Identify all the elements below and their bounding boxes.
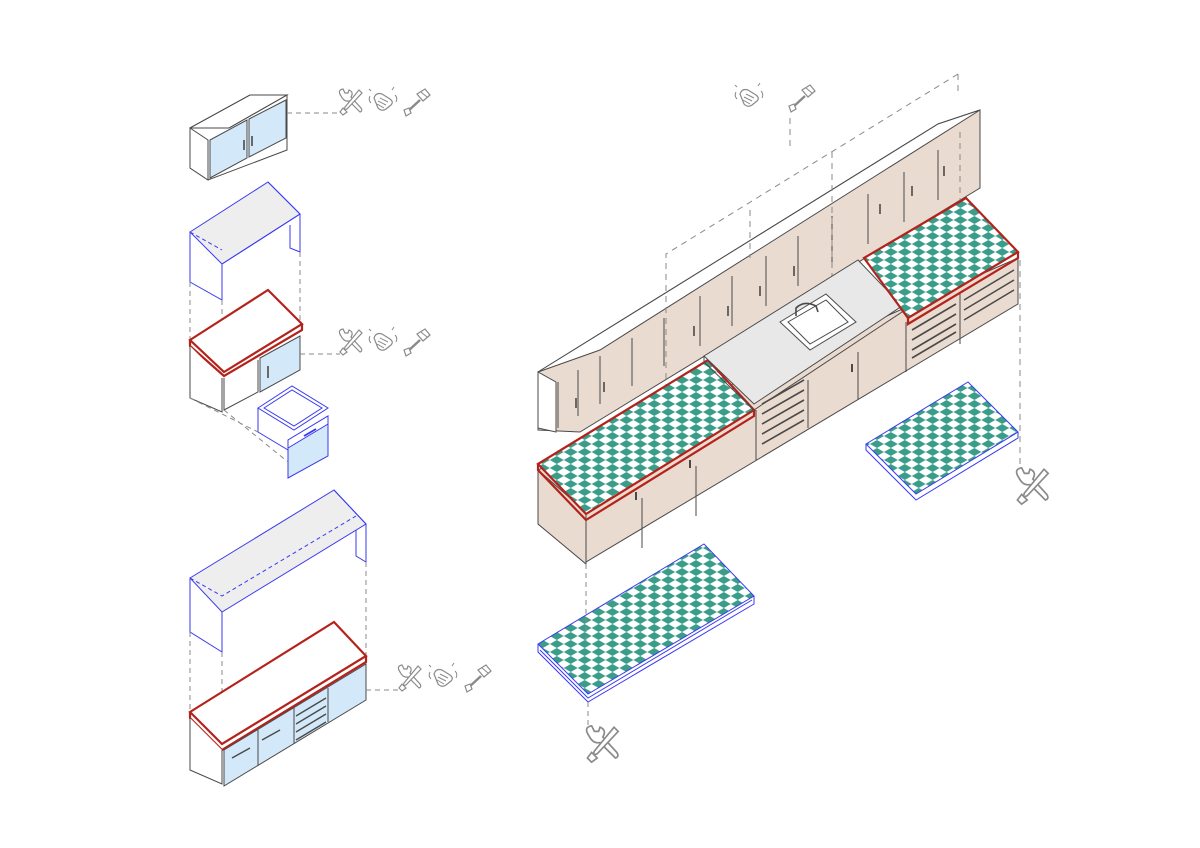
long-unit-callout-icons	[397, 662, 493, 694]
hands-cleaning-icon	[734, 82, 764, 107]
upper-row-callout-icons	[734, 82, 817, 114]
long-base-front	[223, 663, 367, 787]
wall-cabinet-door-right	[248, 99, 287, 158]
wrench-screwdriver-icon	[1015, 466, 1050, 506]
wrench-screwdriver-icon	[338, 328, 363, 356]
ghost-frame-long	[189, 489, 367, 653]
upper-cabinet-row	[537, 109, 981, 433]
pulled-out-drawer	[257, 385, 329, 479]
hands-cleaning-icon	[368, 326, 398, 351]
wrench-screwdriver-icon	[397, 664, 422, 692]
small-base-door	[259, 335, 301, 393]
upper-cabinet-doors	[557, 150, 939, 428]
vacuum-cleaner-icon	[402, 87, 432, 118]
wrench-screwdriver-icon	[585, 724, 620, 764]
countertop-right	[862, 196, 1020, 326]
faucet	[795, 302, 819, 316]
removed-countertop-bottom	[537, 543, 755, 703]
vacuum-cleaner-icon	[787, 83, 817, 114]
small-base-unit	[188, 288, 304, 413]
wall-cabinet	[189, 94, 289, 181]
removed-countertop-right	[865, 381, 1019, 501]
vacuum-cleaner-icon	[402, 327, 432, 358]
base-unit-callout-icons	[338, 326, 432, 358]
ghost-frame-small	[189, 181, 301, 301]
long-base-unit	[188, 620, 368, 787]
wall-cabinet-door-left	[209, 119, 248, 179]
hands-cleaning-icon	[428, 662, 458, 687]
vacuum-cleaner-icon	[463, 663, 493, 694]
wall-cabinet-callout-icons	[338, 86, 432, 118]
wrench-screwdriver-icon	[338, 88, 363, 116]
hands-cleaning-icon	[368, 86, 398, 111]
